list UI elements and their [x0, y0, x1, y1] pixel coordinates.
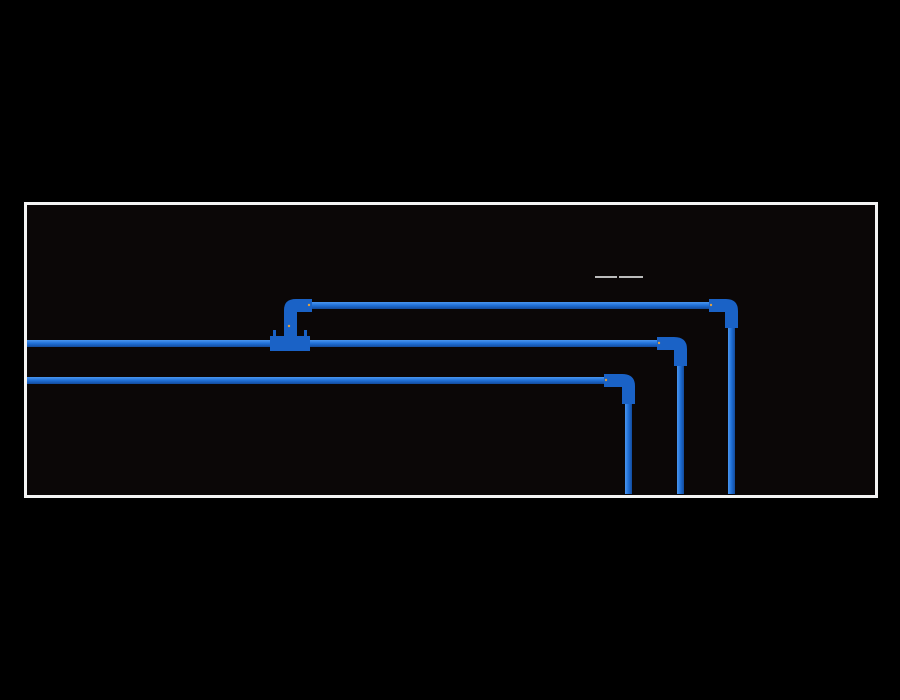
elbow-right	[604, 374, 635, 404]
elbow-right	[657, 337, 687, 366]
pipe-top	[284, 299, 738, 494]
pipe-middle	[27, 328, 687, 494]
elbow-right	[709, 299, 738, 328]
tee-fitting	[270, 330, 310, 351]
elbow-left	[284, 299, 312, 332]
pipe-bottom	[27, 374, 635, 494]
caption-text-mark	[595, 276, 643, 278]
photo-frame	[24, 202, 878, 498]
fitting-screws	[287, 303, 713, 382]
